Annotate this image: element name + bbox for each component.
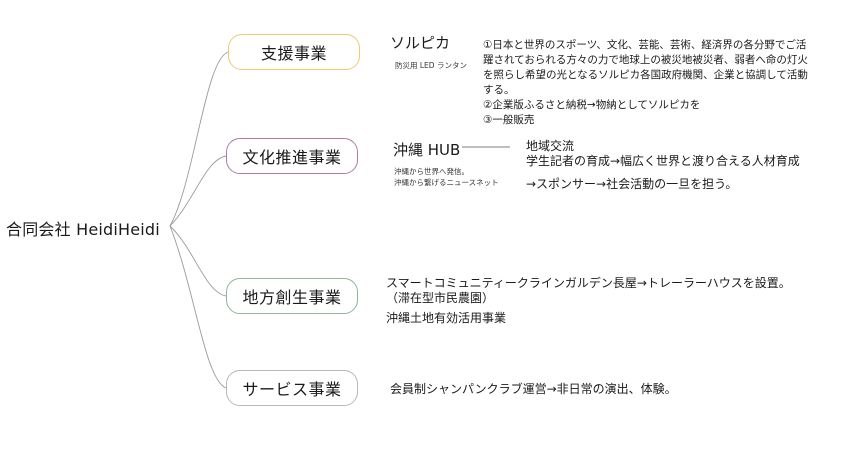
hub-detail-line: 学生記者の育成→幅広く世界と渡り合える人材育成: [526, 154, 800, 168]
regional-detail-line: （滞在型市民農園）: [386, 291, 495, 305]
connector-root-to-service: [169, 225, 227, 389]
branch-regional-revitalization: 地方創生事業: [226, 278, 358, 314]
support-detail-line: 躍されておられる方々の力で地球上の被災地被災者、弱者へ命の灯火: [483, 54, 808, 66]
product-subtitle: 防災用 LED ランタン: [395, 61, 467, 70]
support-detail-line: する。: [483, 84, 515, 96]
support-detail-line: ③一般販売: [483, 114, 535, 126]
support-detail-line: を照らし希望の光となるソルピカ各国政府機関、企業と協調して活動: [483, 69, 808, 81]
hub-subtitle-line: 沖縄から繋げるニュースネット: [394, 178, 499, 188]
connector-root-to-support: [169, 51, 229, 227]
service-detail-line: 会員制シャンパンクラブ運営→非日常の演出、体験。: [390, 382, 677, 396]
regional-detail-line: 沖縄土地有効活用事業: [386, 311, 507, 325]
hub-title: 沖縄 HUB: [393, 141, 461, 159]
support-detail-line: ①日本と世界のスポーツ、文化、芸能、芸術、経済界の各分野でご活: [483, 39, 807, 51]
support-detail-line: ②企業版ふるさと納税→物納としてソルピカを: [483, 99, 701, 111]
product-name: ソルピカ: [390, 34, 451, 52]
hub-subtitle: 沖縄から世界へ発信。 沖縄から繋げるニュースネット: [394, 166, 499, 189]
hub-detail-line: →スポンサー→社会活動の一旦を担う。: [526, 177, 738, 191]
connector-root-to-regional: [169, 225, 227, 297]
branch-service-business: サービス事業: [226, 370, 358, 406]
branch-culture-promotion: 文化推進事業: [226, 138, 358, 174]
branch-support-business: 支援事業: [228, 34, 360, 70]
regional-detail-line: スマートコミュニティークラインガルデン長屋→トレーラーハウスを設置。: [386, 276, 791, 290]
connector-root-to-culture: [169, 155, 227, 227]
hub-subtitle-line: 沖縄から世界へ発信。: [394, 167, 469, 176]
root-node: 合同会社 HeidiHeidi: [6, 220, 160, 239]
support-details: ①日本と世界のスポーツ、文化、芸能、芸術、経済界の各分野でご活 躍されておられる…: [483, 38, 808, 128]
hub-detail-line: 地域交流: [526, 139, 575, 153]
